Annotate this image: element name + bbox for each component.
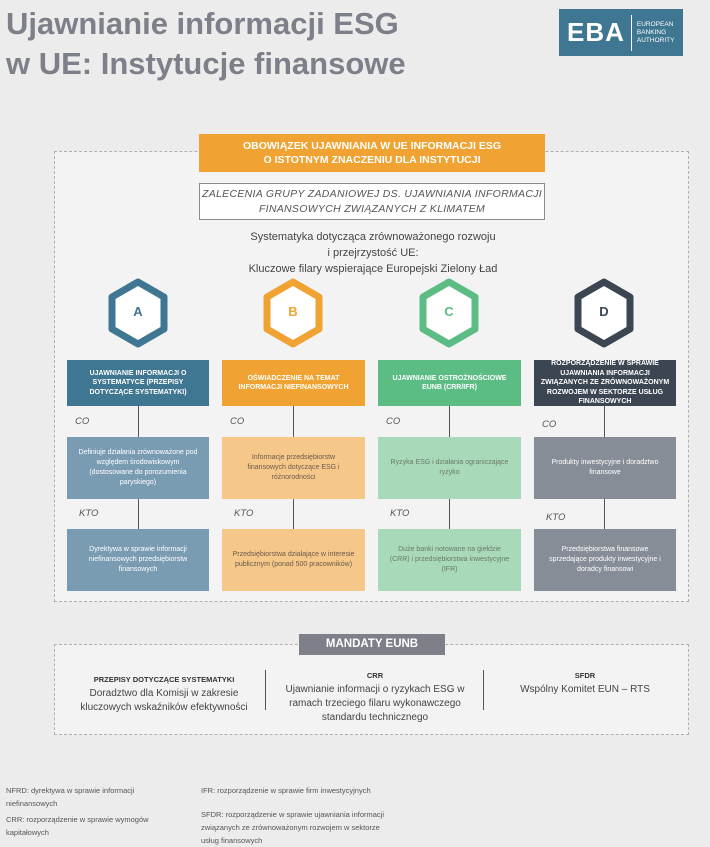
who-label: KTO bbox=[79, 508, 99, 519]
what-label: CO bbox=[230, 416, 245, 427]
banner-line2: O ISTOTNYM ZNACZENIU DLA INSTYTUCJI bbox=[263, 154, 481, 166]
pillar-header: ROZPORZĄDZENIE W SPRAWIE UJAWNIANIA INFO… bbox=[534, 360, 676, 406]
recommendation-line2: FINANSOWYCH ZWIĄZANYCH Z KLIMATEM bbox=[258, 203, 486, 215]
mandate-col-body: Wspólny Komitet EUN – RTS bbox=[520, 684, 650, 695]
pillar-header: UJAWNIANIE OSTROŻNOŚCIOWE EUNB (CRR/IFR) bbox=[378, 360, 521, 406]
mandate-col-sfdr: SFDR Wspólny Komitet EUN – RTS bbox=[490, 671, 680, 697]
mandates-frame bbox=[54, 644, 689, 735]
logo-line3: AUTHORITY bbox=[636, 36, 675, 44]
mandate-col-taxonomy: PRZEPISY DOTYCZĄCE SYSTEMATYKI Doradztwo… bbox=[64, 675, 264, 715]
pillar-a-hexagon bbox=[107, 278, 169, 348]
mandate-col-body: Doradztwo dla Komisji w zakresie kluczow… bbox=[80, 688, 248, 713]
logo-fullname: EUROPEAN BANKING AUTHORITY bbox=[637, 21, 675, 45]
who-label: KTO bbox=[546, 512, 566, 523]
footnote-sfdr: SFDR: rozporządzenie w sprawie ujawniani… bbox=[201, 810, 384, 845]
who-label: KTO bbox=[234, 508, 254, 519]
who-label: KTO bbox=[390, 508, 410, 519]
recommendation-line1: ZALECENIA GRUPY ZADANIOWEJ DS. UJAWNIANI… bbox=[202, 188, 542, 200]
pillar-letter: D bbox=[599, 304, 609, 319]
connector-line bbox=[293, 499, 294, 529]
mandate-divider bbox=[265, 670, 266, 710]
pillar-d-hexagon bbox=[573, 278, 635, 348]
pillar-who-box: Dyrektywa w sprawie informacji niefinans… bbox=[67, 529, 209, 591]
mandates-title: MANDATY EUNB bbox=[299, 634, 445, 655]
logo-line1: EUROPEAN bbox=[636, 20, 674, 28]
pillar-b-hexagon bbox=[262, 278, 324, 348]
pillar-what-box: Informacje przedsiębiorstw finansowych d… bbox=[222, 437, 365, 499]
systematics-text: Systematyka dotycząca zrównoważonego roz… bbox=[200, 229, 546, 277]
logo-line2: BANKING bbox=[636, 28, 667, 36]
pillar-letter: B bbox=[288, 304, 298, 319]
pillar-who-box: Duże banki notowane na giełdzie (CRR) i … bbox=[378, 529, 521, 591]
connector-line bbox=[293, 406, 294, 437]
pillar-letter: C bbox=[444, 304, 454, 319]
connector-line bbox=[604, 406, 605, 437]
what-label: CO bbox=[542, 419, 557, 430]
eba-logo: EBA EUROPEAN BANKING AUTHORITY bbox=[559, 9, 683, 56]
connector-line bbox=[138, 406, 139, 437]
pillar-what-box: Produkty inwestycyjne i doradztwo finans… bbox=[534, 437, 676, 499]
mandate-divider bbox=[483, 670, 484, 710]
pillar-what-box: Ryzyka ESG i działania ograniczające ryz… bbox=[378, 437, 521, 499]
what-label: CO bbox=[75, 416, 90, 427]
mandate-col-body: Ujawnianie informacji o ryzykach ESG w r… bbox=[285, 684, 465, 723]
mandate-col-head: CRR bbox=[366, 671, 384, 680]
footnote-nfrd: NFRD: dyrektywa w sprawie informacji nie… bbox=[6, 786, 135, 808]
pillar-letter: A bbox=[133, 304, 143, 319]
tcfd-recommendation-box: ZALECENIA GRUPY ZADANIOWEJ DS. UJAWNIANI… bbox=[199, 183, 545, 220]
obligation-banner: OBOWIĄZEK UJAWNIANIA W UE INFORMACJI ESG… bbox=[199, 134, 545, 172]
page-title-line2: w UE: Instytucje finansowe bbox=[6, 46, 406, 81]
logo-divider bbox=[630, 14, 632, 51]
pillar-header: UJAWNIANIE INFORMACJI O SYSTEMATYCE (PRZ… bbox=[67, 360, 209, 406]
pillar-header: OŚWIADCZENIE NA TEMAT INFORMACJI NIEFINA… bbox=[222, 360, 365, 406]
systematics-line1: Systematyka dotycząca zrównoważonego roz… bbox=[250, 231, 496, 243]
connector-line bbox=[449, 406, 450, 437]
logo-abbr: EBA bbox=[567, 17, 625, 47]
what-label: CO bbox=[386, 416, 401, 427]
systematics-line3: Kluczowe filary wspierające Europejski Z… bbox=[248, 263, 498, 275]
pillar-who-box: Przedsiębiorstwa finansowe sprzedające p… bbox=[534, 529, 676, 591]
pillar-what-box: Definiuje działania zrównoważone pod wzg… bbox=[67, 437, 209, 499]
footnote-crr: CRR: rozporządzenie w sprawie wymogów ka… bbox=[6, 815, 149, 837]
connector-line bbox=[604, 499, 605, 529]
pillar-who-box: Przedsiębiorstwa działające w interesie … bbox=[222, 529, 365, 591]
mandate-col-crr: CRR Ujawnianie informacji o ryzykach ESG… bbox=[280, 671, 470, 725]
page-title-line1: Ujawnianie informacji ESG bbox=[6, 6, 399, 41]
mandate-col-head: SFDR bbox=[574, 671, 596, 680]
systematics-line2: i przejrzystość UE: bbox=[327, 247, 419, 259]
connector-line bbox=[449, 499, 450, 529]
pillar-c-hexagon bbox=[418, 278, 480, 348]
page-title: Ujawnianie informacji ESG w UE: Instytuc… bbox=[6, 4, 406, 84]
footnote-ifr: IFR: rozporządzenie w sprawie firm inwes… bbox=[201, 786, 371, 795]
connector-line bbox=[138, 499, 139, 529]
mandate-col-head: PRZEPISY DOTYCZĄCE SYSTEMATYKI bbox=[93, 675, 235, 684]
banner-line1: OBOWIĄZEK UJAWNIANIA W UE INFORMACJI ESG bbox=[242, 140, 502, 152]
